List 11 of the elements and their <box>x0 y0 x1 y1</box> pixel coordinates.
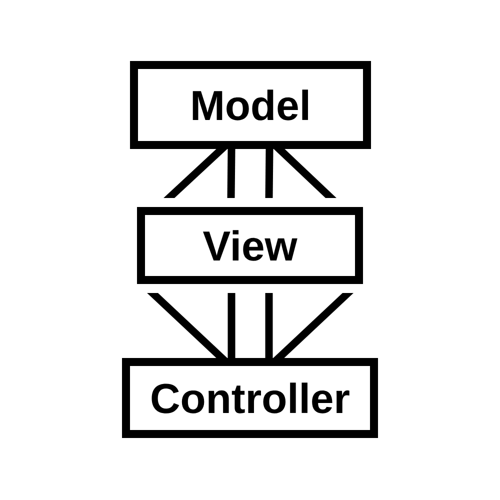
component-box: View <box>137 207 363 284</box>
connector-line <box>265 149 274 198</box>
connector-line <box>273 293 354 358</box>
component-box: Controller <box>122 358 378 438</box>
connector-line <box>228 293 236 358</box>
connector-line <box>164 149 228 198</box>
connector-line <box>227 149 236 198</box>
connector-line <box>265 293 273 358</box>
connector-line <box>147 293 228 358</box>
component-box: Model <box>130 60 371 149</box>
connector-line <box>274 149 336 198</box>
